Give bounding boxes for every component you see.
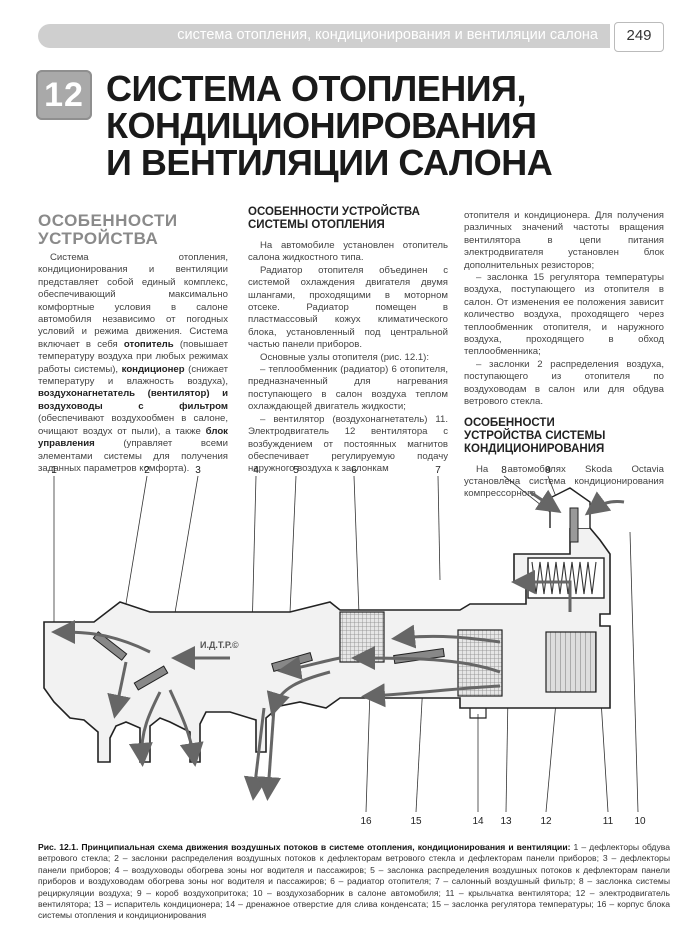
col2-paragraph-1: На автомобиле установлен отопитель салон… bbox=[248, 240, 448, 264]
page-number-box: 249 bbox=[614, 22, 664, 52]
figure-caption-text: 1 – дефлекторы обдува ветрового стекла; … bbox=[38, 842, 670, 921]
column-3-text: отопителя и кондиционера. Для получения … bbox=[464, 210, 664, 501]
col3-paragraph-1: отопителя и кондиционера. Для получения … bbox=[464, 210, 664, 271]
col2-heading-line-1: ОСОБЕННОСТИ УСТРОЙСТВА bbox=[248, 206, 420, 218]
chapter-title: СИСТЕМА ОТОПЛЕНИЯ, КОНДИЦИОНИРОВАНИЯ И В… bbox=[106, 70, 686, 181]
col2-paragraph-3: Основные узлы отопителя (рис. 12.1): bbox=[260, 351, 430, 363]
col3-heading-line-1: ОСОБЕННОСТИ bbox=[464, 416, 555, 429]
diagram-label-12: 12 bbox=[540, 816, 552, 827]
diagram-label-4: 4 bbox=[253, 465, 259, 476]
chapter-title-line-2: КОНДИЦИОНИРОВАНИЯ bbox=[106, 105, 537, 146]
diagram-label-8: 8 bbox=[501, 465, 507, 476]
diagram-label-5: 5 bbox=[293, 465, 299, 476]
diagram-label-2: 2 bbox=[144, 465, 150, 476]
diagram-label-15: 15 bbox=[410, 816, 422, 827]
col3-heading: ОСОБЕННОСТИ УСТРОЙСТВА СИСТЕМЫ КОНДИЦИОН… bbox=[464, 417, 664, 456]
diagram-label-10: 10 bbox=[634, 816, 646, 827]
diagram-label-13: 13 bbox=[500, 816, 512, 827]
chapter-title-line-3: И ВЕНТИЛЯЦИИ САЛОНА bbox=[106, 142, 553, 183]
col3-paragraph-4: На автомобилях Skoda Octavia установлена… bbox=[464, 463, 664, 500]
diagram-label-16: 16 bbox=[360, 816, 372, 827]
col1-heading: ОСОБЕННОСТИ УСТРОЙСТВА bbox=[38, 212, 178, 248]
airflow-diagram: И.Д.Т.Р.© 1 2 3 4 5 6 7 8 9 16 15 14 13 … bbox=[43, 465, 646, 827]
col2-heading-line-2: СИСТЕМЫ ОТОПЛЕНИЯ bbox=[248, 219, 385, 231]
diagram-label-6: 6 bbox=[351, 465, 357, 476]
diagram-watermark: И.Д.Т.Р.© bbox=[200, 640, 239, 650]
running-header-title: система отопления, кондиционирования и в… bbox=[177, 27, 598, 43]
col3-paragraph-2: – заслонка 15 регулятора температуры воз… bbox=[464, 272, 664, 358]
running-header-bar: система отопления, кондиционирования и в… bbox=[38, 24, 610, 48]
chapter-badge: 12 bbox=[36, 70, 92, 120]
col2-heading: ОСОБЕННОСТИ УСТРОЙСТВА СИСТЕМЫ ОТОПЛЕНИЯ bbox=[248, 206, 420, 232]
page-number: 249 bbox=[626, 27, 652, 44]
chapter-number: 12 bbox=[44, 76, 84, 114]
chapter-title-line-1: СИСТЕМА ОТОПЛЕНИЯ, bbox=[106, 68, 526, 109]
col3-heading-line-2: УСТРОЙСТВА СИСТЕМЫ bbox=[464, 429, 606, 442]
col1-heading-line-1: ОСОБЕННОСТИ bbox=[38, 211, 178, 230]
col2-paragraph-5: – вентилятор (воздухонагнетатель) 11. Эл… bbox=[248, 413, 448, 475]
diagram-label-7: 7 bbox=[435, 465, 441, 476]
diagram-label-11: 11 bbox=[603, 816, 614, 827]
col2-paragraph-4: – теплообменник (радиатор) 6 отопителя, … bbox=[248, 364, 448, 413]
diagram-label-14: 14 bbox=[472, 816, 484, 827]
diagram-label-3: 3 bbox=[195, 465, 201, 476]
col3-heading-line-3: КОНДИЦИОНИРОВАНИЯ bbox=[464, 442, 605, 455]
column-2-text: На автомобиле установлен отопитель салон… bbox=[248, 240, 448, 476]
col1-heading-line-2: УСТРОЙСТВА bbox=[38, 229, 159, 248]
column-1-text: Система отопления, кондиционирования и в… bbox=[38, 252, 228, 475]
col3-paragraph-3: – заслонки 2 распределения воздуха, пост… bbox=[464, 358, 664, 408]
figure-caption-title: Рис. 12.1. Принципиальная схема движения… bbox=[38, 842, 571, 852]
col1-paragraph: Система отопления, кондиционирования и в… bbox=[38, 252, 228, 474]
col2-paragraph-2: Радиатор отопителя объединен с системой … bbox=[248, 264, 448, 351]
diagram-label-1: 1 bbox=[51, 465, 57, 476]
figure-caption: Рис. 12.1. Принципиальная схема движения… bbox=[38, 842, 670, 922]
diagram-label-9: 9 bbox=[545, 465, 551, 476]
